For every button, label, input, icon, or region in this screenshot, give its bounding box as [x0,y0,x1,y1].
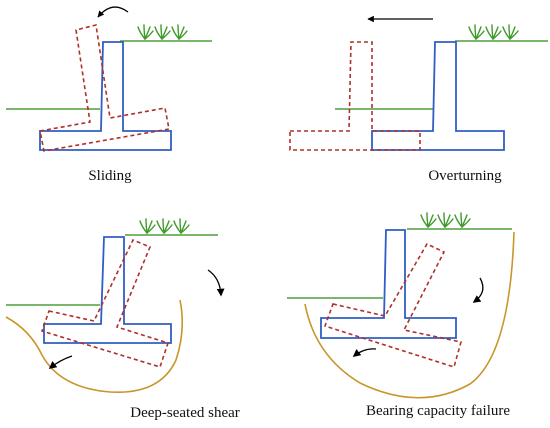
grass-icon [420,212,471,228]
grass-icon [139,218,190,234]
slip-surface [5,299,184,394]
failed-wall-position [40,238,170,368]
curved-arrow-icon [97,6,129,18]
panel-deep-seated-shear: Deep-seated shear [5,218,240,421]
failed-wall-position [289,41,421,151]
curved-arrow-icon [352,348,377,357]
panel-sliding: Sliding [6,6,212,184]
retaining-wall [39,41,172,151]
retaining-wall [43,236,172,344]
grass-icon [468,24,519,40]
retaining-wall [371,41,505,151]
panel-bearing-capacity-failure: Bearing capacity failure [287,212,515,419]
curved-arrow-icon [472,277,484,303]
curved-arrow-icon [207,269,225,297]
panel-overturning: Overturning [289,15,548,184]
caption-deep-seated-shear: Deep-seated shear [130,405,240,421]
failed-wall-position [39,24,170,152]
curved-arrow-icon [48,355,73,369]
slip-surface [304,231,515,399]
caption-sliding: Sliding [88,168,132,184]
failed-wall-position [323,242,463,369]
caption-bearing-capacity-failure: Bearing capacity failure [366,403,510,419]
caption-overturning: Overturning [428,168,502,184]
retaining-wall [320,229,457,339]
grass-icon [137,24,188,40]
